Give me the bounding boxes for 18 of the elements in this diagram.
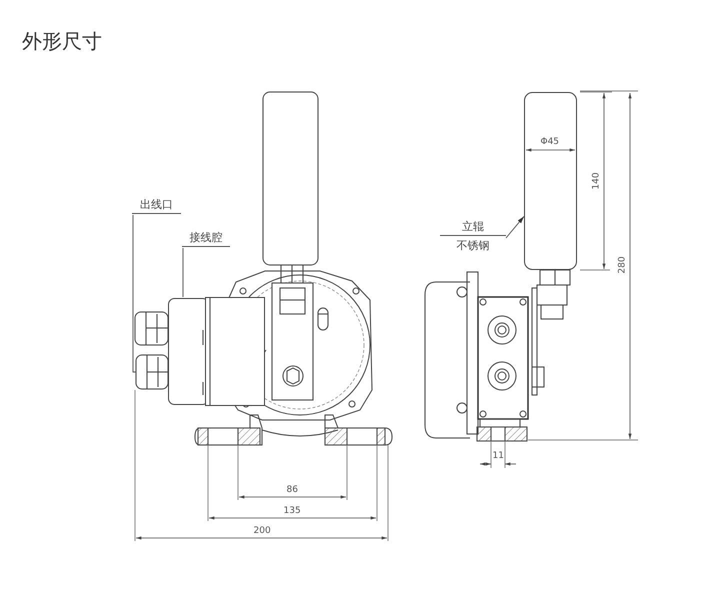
cable-gland-drawing — [136, 354, 168, 390]
title: 外形尺寸 — [22, 28, 102, 55]
leader-line — [506, 216, 524, 238]
dimension-label: Φ45 — [540, 137, 560, 147]
dimension-label: 86 — [286, 485, 298, 495]
dimension-label: 140 — [591, 172, 602, 190]
dimension-label: 11 — [492, 451, 504, 461]
leader-line — [182, 248, 184, 298]
dimension-label: 135 — [284, 506, 301, 516]
dimension-label: 200 — [254, 526, 271, 536]
roller-drawing — [524, 92, 577, 270]
dimension-label: 280 — [617, 256, 628, 274]
terminal-housing-drawing — [168, 297, 265, 406]
callout-note: 不锈钢 — [456, 238, 490, 254]
leader-line — [132, 214, 136, 372]
callout-label: 立辊 — [440, 219, 506, 236]
callout-label: 出线口 — [132, 197, 181, 214]
callout-label: 接线腔 — [182, 230, 230, 247]
